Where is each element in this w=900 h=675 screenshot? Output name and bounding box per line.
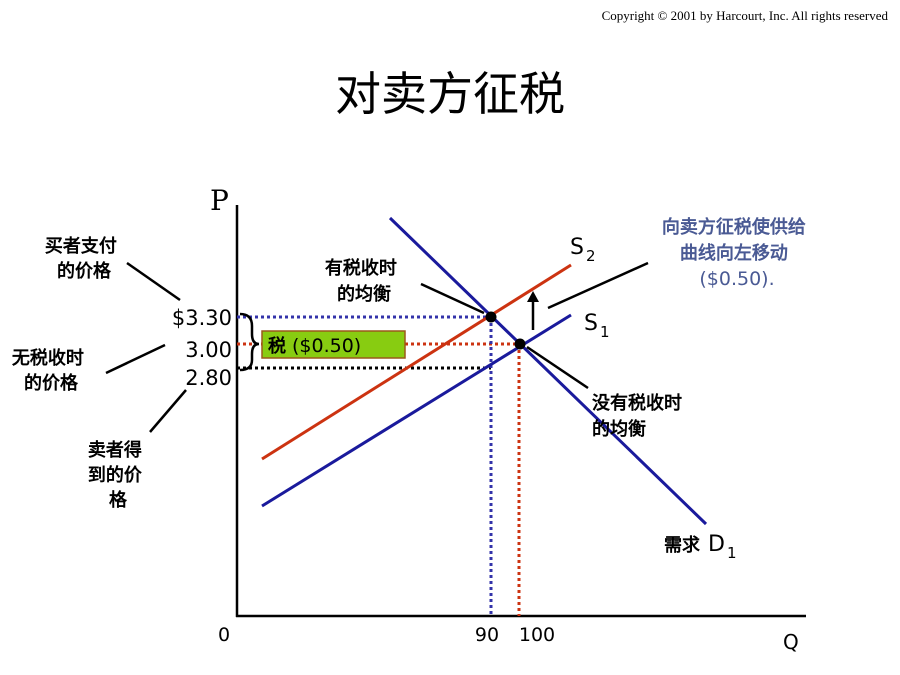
tax-box (261, 330, 406, 359)
price-tick-buyer: $3.30 (172, 306, 232, 330)
supply-curve-s2 (261, 263, 572, 461)
pointer-shift-note (547, 261, 649, 310)
pointer-no-tax-price (105, 343, 166, 375)
price-tick-seller: 2.80 (185, 366, 232, 390)
price-tick-no-tax: 3.00 (185, 338, 232, 362)
pointer-no-tax-equilibrium (526, 345, 589, 390)
tax-box-label: 税($0.50) (268, 335, 361, 357)
seller-price-label: 卖者得 到的价 格 (88, 439, 148, 511)
origin-label: 0 (218, 624, 230, 646)
pointer-seller-price (149, 389, 187, 433)
pointer-buyer-price (126, 261, 181, 302)
equilibrium-no-tax (514, 338, 526, 350)
demand-curve-d1 (388, 216, 708, 526)
tax-brace (239, 312, 260, 372)
tax-equilibrium-label: 有税收时 的均衡 (325, 257, 403, 305)
equilibrium-with-tax (485, 311, 497, 323)
quantity-tick-100: 100 (519, 624, 555, 646)
no-tax-equilibrium-label: 没有税收时 的均衡 (592, 392, 688, 440)
copyright-notice: Copyright © 2001 by Harcourt, Inc. All r… (601, 8, 888, 23)
shift-note: 向卖方征税使供给 曲线向左移动 ($0.50). (662, 216, 812, 290)
quantity-tick-90: 90 (475, 624, 499, 646)
buyer-price-label: 买者支付 的价格 (45, 235, 123, 282)
shift-arrow-head (527, 291, 539, 302)
pointer-tax-equilibrium (420, 282, 485, 315)
y-axis-label: P (210, 184, 229, 217)
slide-title: 对卖方征税 (335, 67, 565, 121)
no-tax-price-label: 无税收时 的价格 (12, 347, 90, 394)
x-axis-label: Q (783, 630, 799, 654)
